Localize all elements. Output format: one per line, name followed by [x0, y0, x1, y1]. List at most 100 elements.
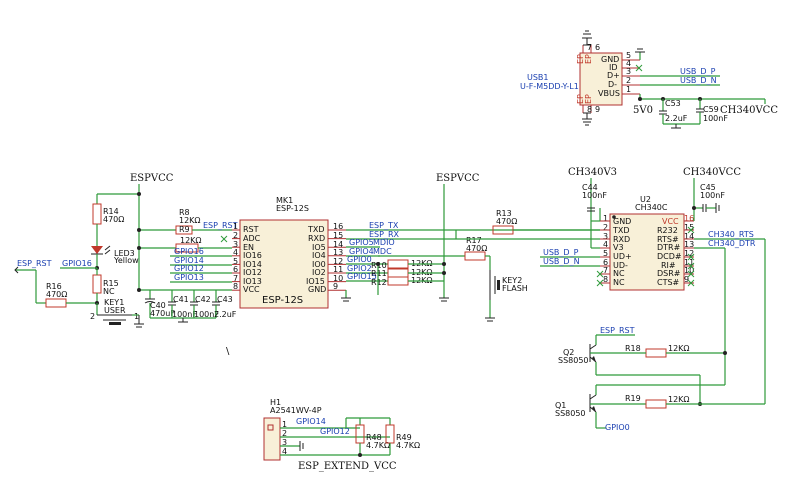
h1-part: A2541WV-4P: [270, 406, 322, 415]
esp-pin-io2: IO2: [312, 268, 326, 277]
h1-pin-4: 4: [282, 447, 287, 456]
r8-value: 12KΩ: [179, 216, 201, 225]
net-gpio5: GPIO5: [349, 238, 374, 247]
net-gpio0: GPIO0: [347, 255, 372, 264]
net-usb-dp-ch340: USB_D_P: [543, 248, 579, 257]
h1-pin-2: 2: [282, 429, 287, 438]
ch340-num-16: 16: [684, 214, 694, 223]
net-gpio16-led: GPIO16: [62, 259, 92, 268]
usb-num-4: 4: [626, 59, 631, 68]
esp-num-7: 7: [233, 274, 238, 283]
net-esp-rst-left: ESP_RST: [17, 259, 52, 268]
esp-pin-rst: RST: [243, 225, 259, 234]
net-usb-dp-top: USB_D_P: [680, 67, 716, 76]
net-gpio0-q1: GPIO0: [605, 423, 630, 432]
net-gpio4: GPIO4: [349, 247, 374, 256]
net-ch340-rts: CH340_RTS: [708, 230, 754, 239]
esp-num-6: 6: [233, 265, 238, 274]
usb-pin-vbus: VBUS: [598, 89, 620, 98]
net-espvcc-left: ESPVCC: [130, 173, 174, 184]
esp-pin-txd: TXD: [307, 225, 325, 234]
ch340-num-1: 1: [603, 214, 608, 223]
ch340-pin-ri: RI#: [661, 261, 676, 270]
net-usb-dn-ch340: USB_D_N: [543, 257, 580, 266]
esp-num-9: 9: [333, 282, 338, 291]
usb-epnum-7: 7: [587, 43, 592, 52]
r16-ref: R16: [46, 282, 62, 291]
r17-value: 470Ω: [466, 244, 487, 253]
c41-value: 100nF: [172, 310, 197, 319]
net-gpio14-header: GPIO14: [296, 417, 326, 426]
h1-pin-3: 3: [282, 438, 287, 447]
c43-value: 2.2uF: [214, 310, 237, 319]
ch340-pin-vcc: VCC: [662, 217, 679, 226]
net-gpio16-chip: GPIO16: [174, 247, 204, 256]
esp-ref: MK1: [276, 196, 293, 205]
ch340-pin-udp: UD+: [613, 252, 632, 261]
c45-ref: C45: [700, 183, 716, 192]
esp-body: [239, 219, 329, 309]
r9-ref: R9: [179, 225, 190, 234]
net-ch340-dtr: CH340_DTR: [708, 239, 756, 248]
ch340-pin-cts: CTS#: [657, 278, 680, 287]
h1-pin-1: 1: [282, 420, 287, 429]
ch340-pin-v3: V3: [613, 243, 624, 252]
esp-num-4: 4: [233, 248, 238, 257]
ch340-num-7: 7: [603, 266, 608, 275]
esp-body-label: ESP-12S: [262, 295, 303, 306]
net-ch340vcc-top: CH340VCC: [720, 105, 778, 116]
ch340-num-12: 12: [684, 249, 694, 258]
ch340-num-5: 5: [603, 249, 608, 258]
esp-pin-rxd: RXD: [308, 234, 325, 243]
key1-pin1: 1: [134, 312, 139, 321]
esp-num-11: 11: [333, 265, 343, 274]
usb-epnum-8: 8: [587, 105, 592, 114]
c40-value: 470uF: [150, 309, 175, 318]
ch340-num-8: 8: [603, 275, 608, 284]
esp-pin-io4: IO4: [312, 251, 326, 260]
usb-ref: USB1: [527, 73, 549, 82]
u2-ref: U2: [640, 195, 651, 204]
ch340-pin-dtr: DTR#: [657, 243, 681, 252]
net-esp-extend-vcc: ESP_EXTEND_VCC: [298, 461, 397, 472]
r18-value: 12KΩ: [668, 344, 690, 353]
usb-pin-dp: D+: [607, 71, 620, 80]
led3-ref: LED3: [114, 249, 135, 258]
ch340-pin-r232: R232: [657, 226, 678, 235]
net-esp-rst-chip: ESP_RST: [203, 221, 238, 230]
esp-num-1: 1: [233, 222, 238, 231]
ch340-num-10: 10: [684, 266, 694, 275]
h1-ref: H1: [270, 398, 281, 407]
ch340c-chip: CH340V3 C44 100nF U2 CH340C GND TXD RXD …: [540, 167, 765, 291]
q1-ref: Q1: [555, 401, 566, 410]
net-esp-tx: ESP_TX: [369, 221, 399, 230]
key2-value: FLASH: [502, 284, 528, 293]
r18-ref: R18: [625, 344, 641, 353]
net-esp-rst-q2: ESP_RST: [600, 326, 635, 335]
middle-circuit: ESP_TX ESP_RX GPIO5 MDIO GPIO4 MDC GPIO0…: [341, 173, 600, 322]
c40-ref: C40: [150, 301, 166, 310]
esp-pin-en: EN: [243, 243, 254, 252]
r8-ref: R8: [179, 208, 190, 217]
h1-body: [263, 417, 281, 461]
net-5v0: 5V0: [633, 105, 653, 116]
r19-value: 12KΩ: [668, 395, 690, 404]
usb-num-1: 1: [626, 85, 631, 94]
usb-epnum-9: 9: [595, 105, 600, 114]
ch340-pin-nc2: NC: [613, 278, 625, 287]
c42-value: 100nF: [194, 310, 219, 319]
ch340-num-6: 6: [603, 258, 608, 267]
ch340-num-3: 3: [603, 232, 608, 241]
esp-pin-adc: ADC: [243, 234, 261, 243]
stray-backslash: \: [226, 346, 230, 357]
auto-reset-circuit: ESP_RST Q2 SS8050 R18 12KΩ GPIO0 Q1 SS80…: [555, 239, 766, 432]
usb-pin-gnd: GND: [601, 55, 619, 64]
usb-part: U-F-M5DD-Y-L1: [520, 82, 579, 91]
net-gpio2: GPIO2: [347, 264, 372, 273]
usb-epnum-6: 6: [595, 43, 600, 52]
q2-value: SS8050: [558, 356, 589, 365]
usb-ep-4: EP: [584, 94, 593, 104]
esp-num-13: 13: [333, 248, 343, 257]
c59-value: 100nF: [703, 114, 728, 123]
r14-value: 470Ω: [103, 215, 124, 224]
